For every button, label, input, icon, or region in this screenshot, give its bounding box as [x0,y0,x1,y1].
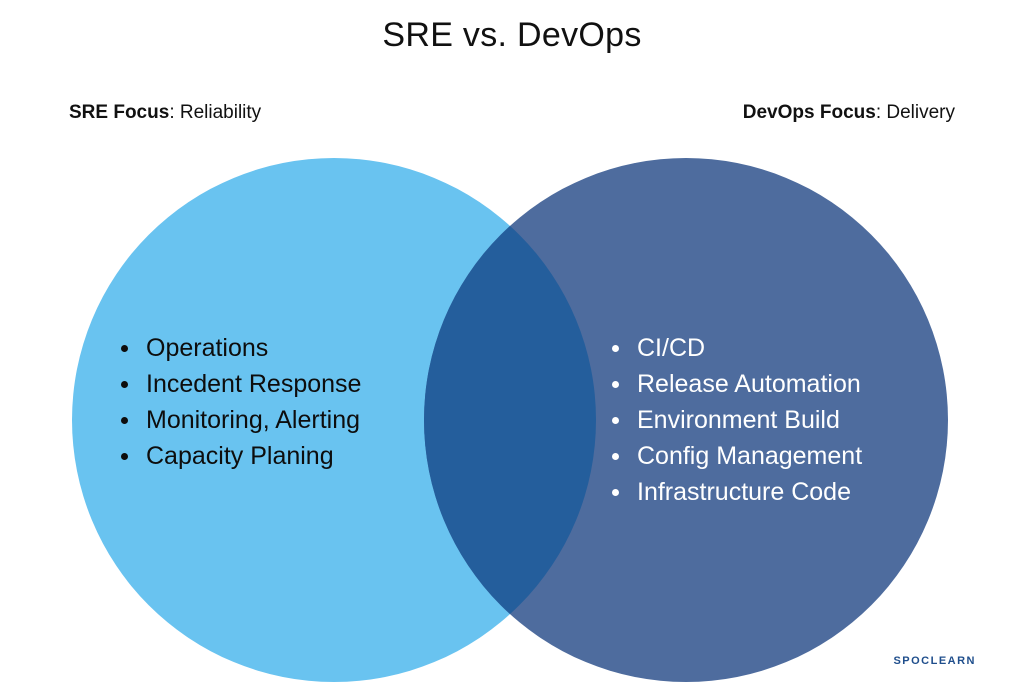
sre-items-list: Operations Incedent Response Monitoring,… [121,330,361,474]
list-item-text: Monitoring, Alerting [146,406,361,434]
devops-focus-heading: DevOps Focus [742,102,876,123]
list-item: Operations [121,330,361,366]
overlap-region [424,158,596,682]
list-item: Environment Build [612,402,862,438]
bullet-icon [121,453,128,460]
bullet-icon [612,417,619,424]
list-item: Config Management [612,438,862,474]
page-title: SRE vs. DevOps [382,16,642,54]
list-item: Capacity Planing [121,438,361,474]
list-item-text: Environment Build [637,406,840,434]
bullet-icon [121,345,128,352]
spoclearn-logo: SPOCLEARN [893,655,976,667]
bullet-icon [612,381,619,388]
devops-focus-value: : Delivery [875,102,955,123]
sre-focus-label: SRE Focus: Reliability [69,102,261,124]
list-item: Incedent Response [121,366,361,402]
list-item: Infrastructure Code [612,474,862,510]
devops-items-list: CI/CD Release Automation Environment Bui… [612,330,862,510]
devops-focus-label: DevOps Focus: Delivery [743,102,955,124]
bullet-icon [612,453,619,460]
list-item-text: Config Management [637,442,863,470]
list-item-text: Capacity Planing [146,442,334,470]
bullet-icon [612,345,619,352]
sre-focus-value: : Reliability [169,102,262,123]
bullet-icon [612,489,619,496]
list-item-text: Infrastructure Code [637,478,851,506]
bullet-icon [121,417,128,424]
list-item-text: Incedent Response [146,370,362,398]
list-item: Release Automation [612,366,862,402]
list-item-text: Release Automation [637,370,861,398]
sre-focus-heading: SRE Focus [69,102,170,123]
list-item: Monitoring, Alerting [121,402,361,438]
list-item-text: Operations [146,334,269,362]
list-item: CI/CD [612,330,862,366]
list-item-text: CI/CD [637,334,706,362]
bullet-icon [121,381,128,388]
